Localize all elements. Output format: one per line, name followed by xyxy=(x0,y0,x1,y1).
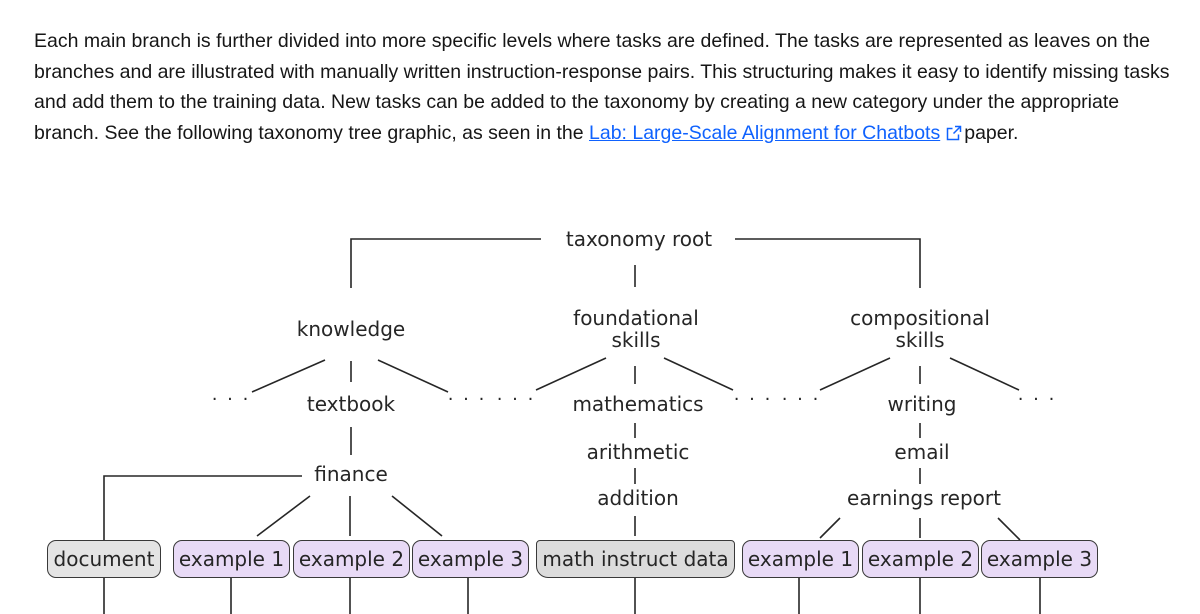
textbook-node: textbook xyxy=(306,392,396,416)
example-3-leaf: example 3 xyxy=(981,540,1098,578)
addition-node: addition xyxy=(597,486,679,510)
ellipsis: · · · xyxy=(496,389,536,410)
document-leaf: document xyxy=(47,540,161,578)
mathematics-node: mathematics xyxy=(572,392,704,416)
knowledge-node: knowledge xyxy=(296,317,406,341)
ellipsis: · · · xyxy=(733,389,773,410)
ellipsis: · · · xyxy=(781,389,821,410)
example-2-leaf: example 2 xyxy=(862,540,979,578)
finance-node: finance xyxy=(314,462,388,486)
example-2-leaf: example 2 xyxy=(293,540,410,578)
compositional-skills-node: compositional skills xyxy=(850,306,990,352)
example-1-leaf: example 1 xyxy=(173,540,290,578)
example-3-leaf: example 3 xyxy=(412,540,529,578)
math-instruct-data-leaf: math instruct data xyxy=(536,540,735,578)
example-1-leaf: example 1 xyxy=(742,540,859,578)
ellipsis: · · · xyxy=(211,389,251,410)
description-paragraph: Each main branch is further divided into… xyxy=(34,26,1184,150)
foundational-skills-node: foundational skills xyxy=(573,306,699,352)
paragraph-text: Each main branch is further divided into… xyxy=(34,30,1170,144)
paper-link[interactable]: Lab: Large-Scale Alignment for Chatbots xyxy=(589,121,941,144)
writing-node: writing xyxy=(887,392,957,416)
external-link-icon xyxy=(946,120,962,151)
ellipsis: · · · xyxy=(1017,389,1057,410)
arithmetic-node: arithmetic xyxy=(586,440,690,464)
taxonomy-root-node: taxonomy root xyxy=(565,227,713,251)
paragraph-text-end: paper. xyxy=(964,121,1019,144)
email-node: email xyxy=(894,440,950,464)
earnings-report-node: earnings report xyxy=(847,486,1001,510)
ellipsis: · · · xyxy=(447,389,487,410)
